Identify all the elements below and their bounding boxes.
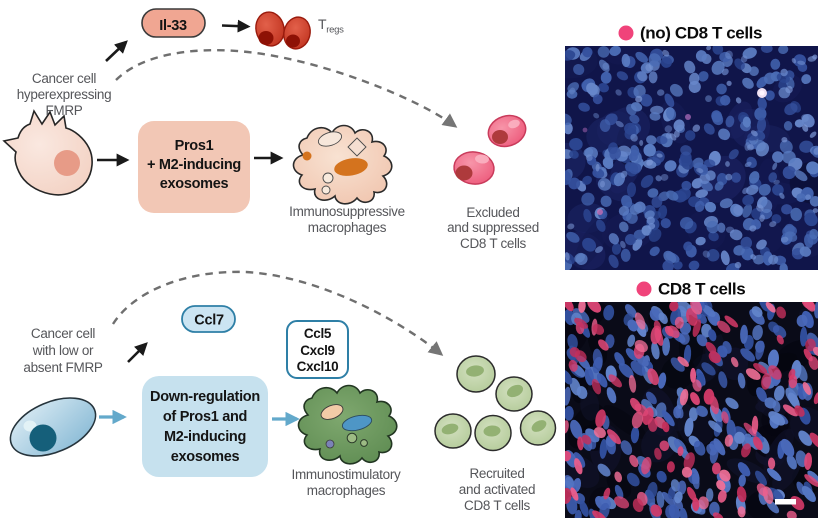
cancer-cell-low-fmrp-body [9,397,97,457]
cancer-cell-low-label: with low or [32,343,94,358]
micrograph-no-cd8-legend: (no) CD8 T cells [640,24,762,43]
downreg-box-line: of Pros1 and [163,409,247,425]
green-cd8-nucleus [531,420,547,432]
cd8-cell-sheen [508,119,520,129]
recruited-cd8-label: Recruited [469,466,524,481]
pros1-box-line: exosomes [160,176,229,192]
ccl7-pill [181,305,236,333]
cancer-cell-low-fmrp [9,397,97,457]
ccl7-label: Ccl7 [194,313,224,329]
cancer-cell-low-fmrp-nucleus [29,424,57,452]
arrow-to-il33 [105,40,128,62]
macrophage-vesicle [321,185,331,195]
legend-dot-icon [636,281,652,297]
recruited-cd8-label: CD8 T cells [464,498,531,513]
green-cd8-nucleus [483,425,501,437]
top-pathway: Cancer cell hyperexpressing FMRP Il-33 T… [2,8,539,251]
micrograph-cd8-cells [565,302,818,518]
recruited-cd8-label: and activated [459,482,535,497]
downreg-box-line: exosomes [171,449,240,465]
cancer-cell-high-fmrp [2,109,93,196]
treg-cells [255,11,311,50]
pros1-box-line: Pros1 [175,138,214,154]
downregulation-box [142,376,268,477]
cancer-cell-low-label: Cancer cell [31,326,96,341]
cancer-cell-high-label: hyperexpressing [17,87,112,102]
legend-dot-icon [618,25,634,41]
macrophage-organelle-orange-dot [302,151,312,161]
treg-cell-nucleus [258,31,274,45]
macrophage-organelle-orange [334,158,368,176]
chemokine-box [286,320,349,379]
recruited-cd8-cells [434,355,557,452]
immunosuppressive-label: Immunosuppressive [289,204,405,219]
immunosuppressive-macrophage [292,124,393,205]
cancer-cell-high-fmrp-nucleus [54,150,80,176]
macrophage-vesicle [322,172,334,184]
cd8-cell-sheen [475,154,489,164]
cd8-cell-nucleus [492,130,508,144]
macrophage-vesicle-purple [325,439,335,449]
il33-pill [141,8,206,38]
macrophage-vesicle [346,432,358,444]
cancer-cell-low-label: absent FMRP [23,360,103,375]
chemokine-box-line: Ccl5 [304,326,332,341]
dashed-arrow-recruitment [111,270,444,356]
micrograph-cd8-panel: CD8 T cells [565,280,818,518]
green-cd8-nucleus [441,423,459,435]
cd8-cell-body [487,114,527,148]
excluded-cd8-cells [453,114,527,185]
excluded-cd8-label: and suppressed [447,220,539,235]
tregs-label: Tregs [318,16,344,36]
micrograph-cd8-legend: CD8 T cells [658,280,745,299]
macrophage-vacuole [317,131,343,147]
treg-cell-nucleus [286,34,300,48]
pros1-exosomes-box [138,121,250,213]
immunosuppressive-label: macrophages [308,220,387,235]
cd8-cell-nucleus [455,165,473,181]
chemokine-box-line: Cxcl9 [300,343,335,358]
pros1-box-line: + M2-inducing [147,157,241,173]
downreg-box-line: Down-regulation [150,389,260,405]
arrow-to-ccl7 [127,342,148,363]
bottom-pathway: Cancer cell with low or absent FMRP Ccl7… [9,270,557,513]
immunostimulatory-label: macrophages [307,483,386,498]
excluded-cd8-label: Excluded [466,205,519,220]
macrophage-organelle-peach [320,404,344,420]
green-cd8-nucleus [466,365,484,377]
cancer-cell-high-fmrp-body [2,109,93,196]
cancer-cell-high-label: Cancer cell [32,71,97,86]
downreg-box-line: M2-inducing [164,429,246,445]
immunostimulatory-label: Immunostimulatory [292,467,401,482]
dashed-arrow-exclusion [115,48,458,128]
green-cd8-nucleus [506,384,524,398]
macrophage-organelle-blue [341,414,373,432]
il33-label: Il-33 [159,18,187,34]
cancer-cell-high-label: FMRP [45,103,82,118]
macrophage-vacuole-diamond [347,137,367,157]
scale-bar [775,499,796,505]
macrophage-vesicle [360,439,368,447]
chemokine-box-line: Cxcl10 [297,359,339,374]
immunostimulatory-macrophage [297,384,398,465]
micrograph-no-cd8-cells [565,46,818,270]
arrow-il33-to-tregs [221,19,251,33]
micrograph-no-cd8-panel: (no) CD8 T cells [565,24,818,270]
excluded-cd8-label: CD8 T cells [460,236,527,251]
